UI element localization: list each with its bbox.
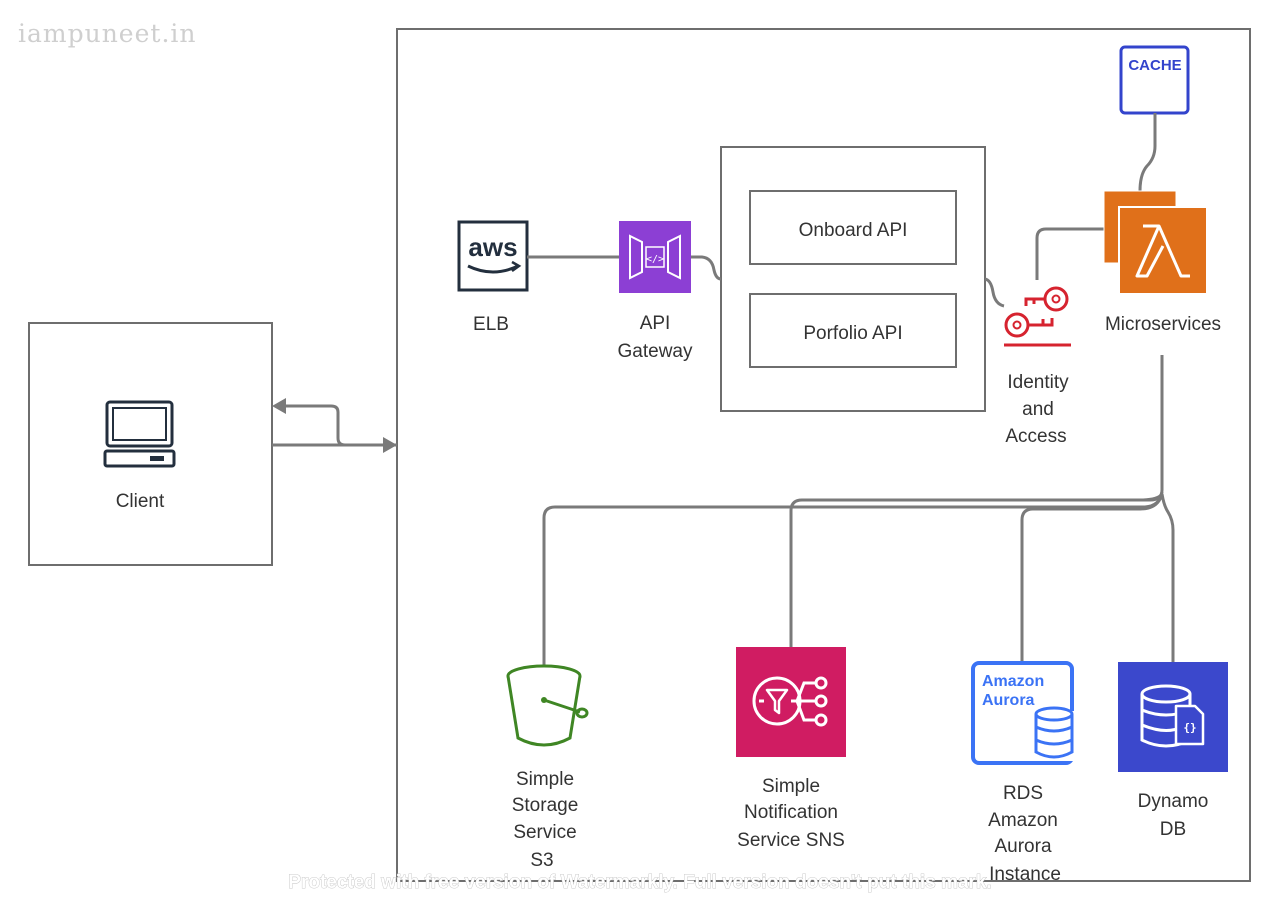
aws-logo-text: aws	[468, 232, 517, 262]
arrow-to-client	[272, 398, 286, 414]
onboard-api-label: Onboard API	[799, 220, 908, 241]
site-mark: iampuneet.in	[18, 19, 197, 48]
s3-label-3: Service	[513, 822, 576, 843]
bus-to-s3-connector	[542, 491, 1164, 667]
api-gateway-icon[interactable]: </>	[619, 221, 691, 293]
apis-to-identity-connector	[984, 277, 1005, 308]
lambda-icon[interactable]	[1103, 190, 1208, 295]
sns-label-2: Notification	[744, 802, 838, 823]
gateway-to-apis-connector	[691, 255, 722, 281]
rds-label-3: Aurora	[994, 836, 1051, 857]
identity-label-2: and	[1022, 399, 1054, 420]
sns-icon[interactable]	[736, 647, 846, 757]
aurora-icon[interactable]: Amazon Aurora	[971, 661, 1074, 765]
bus-to-dynamo-connector	[1160, 493, 1175, 662]
cache-icon[interactable]: CACHE	[1119, 45, 1190, 115]
rds-label-4: Instance	[989, 864, 1061, 885]
cloud-to-client-connector	[286, 404, 397, 447]
portfolio-api-label: Porfolio API	[803, 323, 902, 344]
aurora-logo-line2: Aurora	[982, 692, 1035, 709]
identity-label-3: Access	[1005, 426, 1066, 447]
microservices-label: Microservices	[1105, 314, 1221, 335]
keys-icon[interactable]	[1004, 286, 1071, 347]
elb-label: ELB	[473, 314, 509, 335]
svg-text:{}: {}	[1183, 721, 1196, 734]
identity-label-1: Identity	[1007, 372, 1069, 393]
client-box[interactable]	[28, 322, 273, 566]
cache-label: CACHE	[1128, 57, 1181, 74]
api-gateway-label-1: API	[640, 313, 671, 334]
client-label: Client	[116, 491, 165, 512]
watermark-text: Protected with free version of Watermark…	[288, 872, 991, 893]
aurora-logo-line1: Amazon	[982, 673, 1044, 690]
sns-label-3: Service SNS	[737, 830, 845, 851]
identity-to-microservices-connector	[1035, 227, 1104, 280]
monitor-icon	[103, 400, 176, 468]
aws-logo-icon[interactable]: aws	[457, 220, 529, 292]
s3-label-2: Storage	[512, 795, 579, 816]
bus-to-sns-connector	[789, 493, 1164, 648]
s3-label-4: S3	[530, 850, 553, 871]
bus-to-rds-connector	[1020, 493, 1164, 663]
rds-label-1: RDS	[1003, 783, 1043, 804]
api-group-box	[720, 146, 986, 412]
sns-label-1: Simple	[762, 776, 820, 797]
rds-label-2: Amazon	[988, 810, 1058, 831]
aws-frame	[396, 28, 1251, 882]
dynamodb-icon[interactable]: {}	[1118, 662, 1228, 772]
dynamo-label-1: Dynamo	[1138, 791, 1209, 812]
s3-label-1: Simple	[516, 769, 574, 790]
portfolio-api-box[interactable]	[749, 293, 957, 368]
s3-bucket-icon[interactable]	[506, 664, 589, 747]
dynamo-label-2: DB	[1160, 819, 1186, 840]
onboard-api-box[interactable]	[749, 190, 957, 265]
svg-text:</>: </>	[646, 254, 664, 265]
cache-to-microservices-connector	[1138, 113, 1157, 192]
api-gateway-label-2: Gateway	[618, 341, 693, 362]
